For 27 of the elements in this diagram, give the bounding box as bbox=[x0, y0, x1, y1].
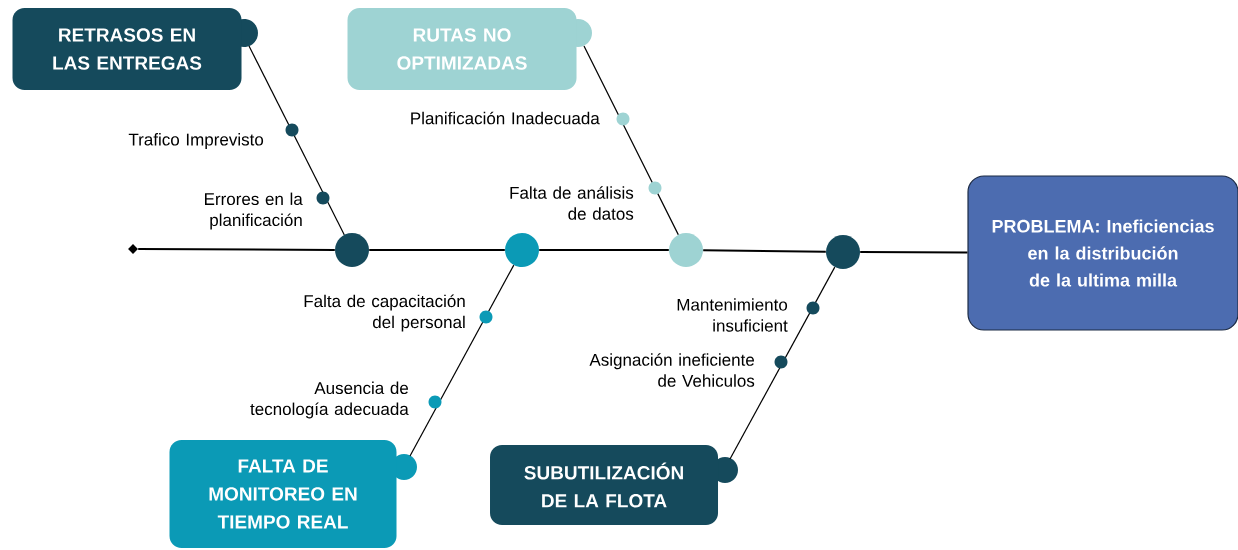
connector-line bbox=[538, 249, 670, 251]
cause-label: Falta de análisis de datos bbox=[510, 186, 634, 220]
cause-box: SUBUTILIZACIÓN DE LA FLOTA bbox=[490, 445, 738, 525]
connector-line bbox=[702, 249, 827, 253]
cause-label: Falta de capacitación del personal bbox=[304, 294, 465, 332]
connector-line bbox=[729, 266, 836, 460]
cause-label: Planificación Inadecuada bbox=[411, 111, 600, 125]
connector-line bbox=[137, 248, 336, 251]
junction-circle bbox=[505, 233, 539, 267]
cause-label: Errores en la planificación bbox=[205, 192, 303, 230]
connector-line bbox=[409, 264, 515, 457]
cause-label: Mantenimiento insuficient bbox=[677, 298, 788, 332]
junction-circle bbox=[826, 235, 860, 269]
junction-circle bbox=[335, 233, 369, 267]
connector-line bbox=[859, 251, 969, 254]
connector-line bbox=[368, 249, 506, 251]
problem-box: PROBLEMA: Ineficiencias en la distribución de la ultima milla bbox=[967, 175, 1238, 331]
connector-line bbox=[248, 45, 345, 236]
cause-label: Asignación ineficiente de Vehiculos bbox=[589, 353, 755, 387]
junction-circle bbox=[669, 233, 703, 267]
connector-line bbox=[583, 45, 679, 236]
cause-box: FALTA DE MONITOREO EN TIEMPO REAL bbox=[169, 440, 417, 548]
cause-label: Ausencia de tecnología adecuada bbox=[250, 381, 409, 419]
end-diamond bbox=[128, 244, 138, 254]
cause-box: RUTAS NO OPTIMIZADAS bbox=[347, 8, 592, 90]
cause-box: RETRASOS EN LAS ENTREGAS bbox=[12, 8, 258, 90]
cause-label: Trafico Imprevisto bbox=[128, 133, 264, 149]
